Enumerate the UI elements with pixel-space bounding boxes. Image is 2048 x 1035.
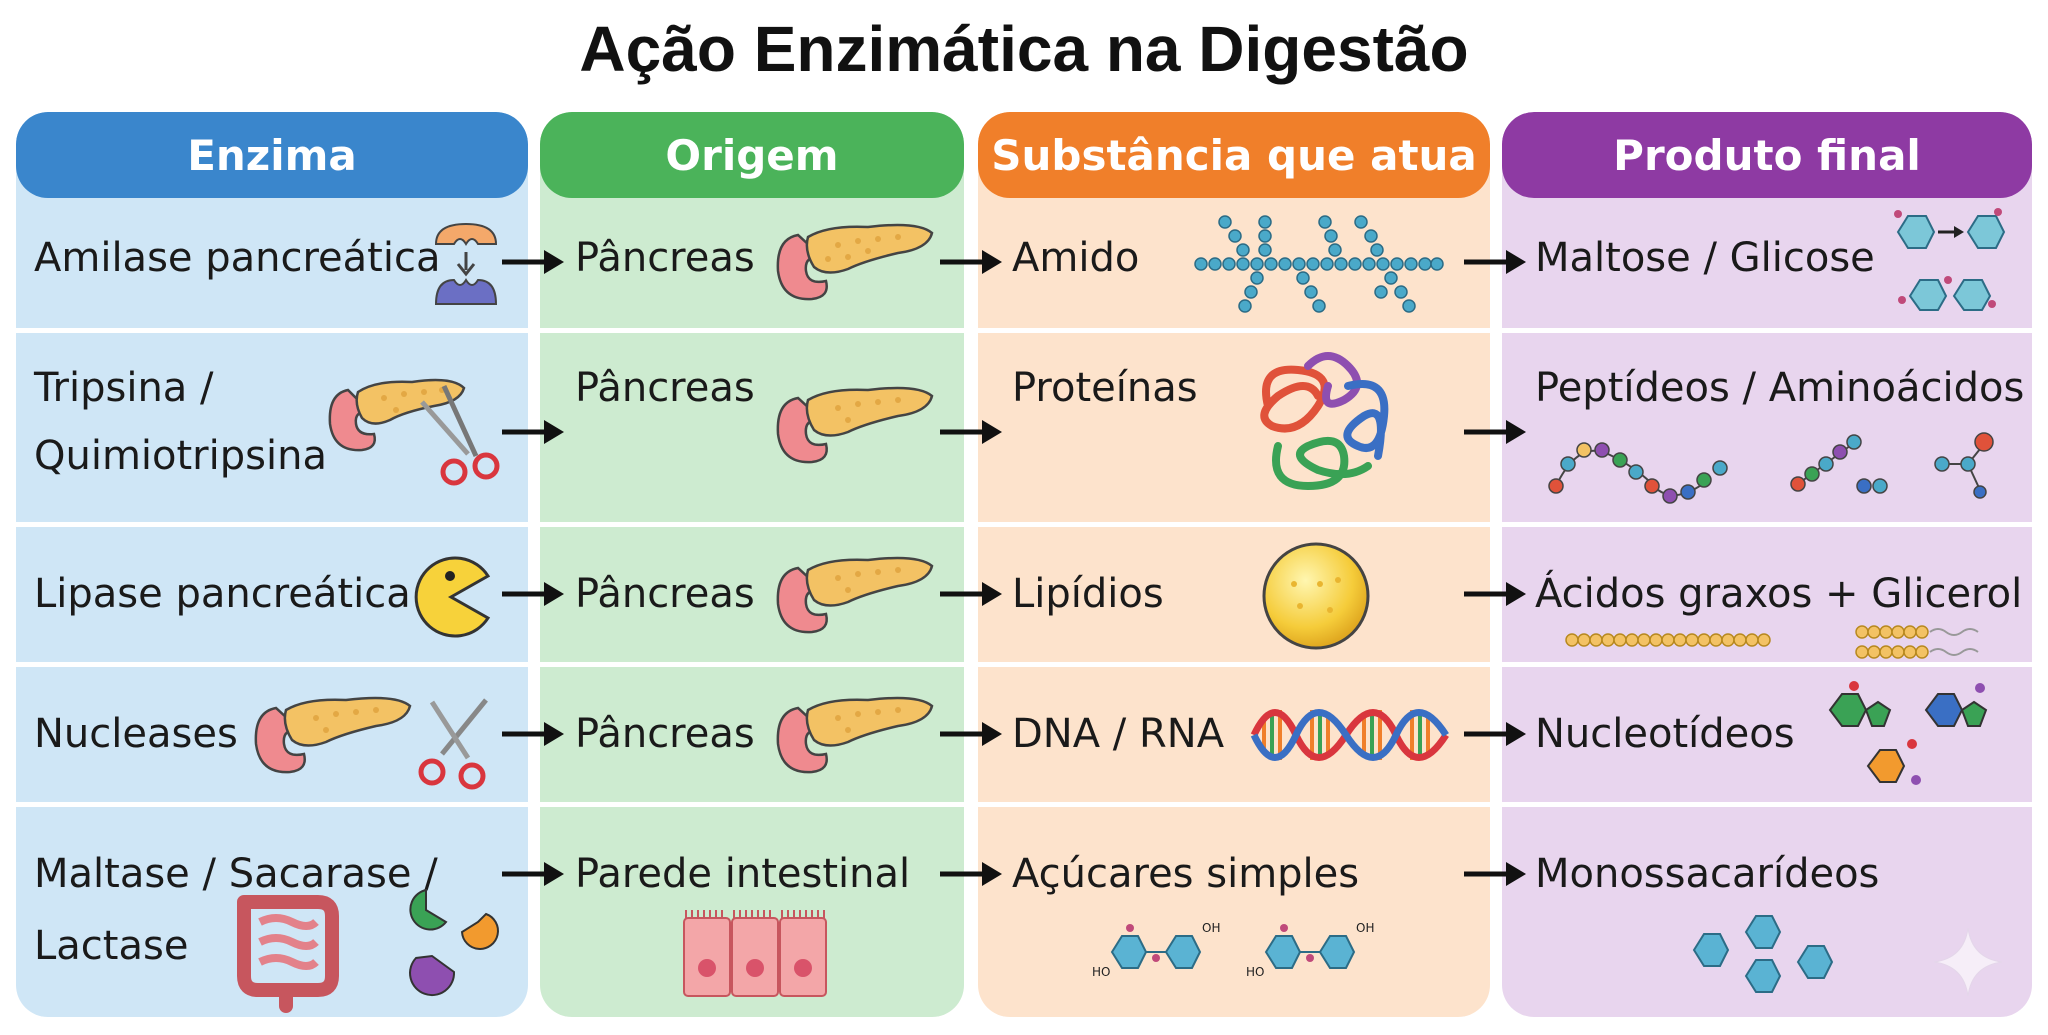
arrow-right-icon	[940, 722, 1002, 746]
enzyme-name: Amilase pancreática	[34, 235, 441, 281]
origin-name: Pâncreas	[575, 571, 755, 617]
pancreas-icon	[776, 556, 934, 634]
sugar-label: HO	[1246, 965, 1264, 979]
arrow-right-icon	[502, 862, 564, 886]
glucose-ring-icon	[1894, 208, 2006, 311]
sugar-label: OH	[1202, 921, 1220, 935]
substrate-name: DNA / RNA	[1012, 711, 1225, 757]
dna-helix-icon	[1250, 709, 1449, 761]
enzyme-name: Tripsina /	[34, 365, 214, 411]
sparkle-icon	[1933, 927, 2003, 997]
arrow-right-icon	[940, 582, 1002, 606]
enzyme-name: Lactase	[34, 923, 189, 969]
arrow-right-icon	[940, 862, 1002, 886]
header-produto: Produto final	[1502, 112, 2032, 198]
arrow-right-icon	[1464, 862, 1526, 886]
lipid-droplet-icon	[1262, 542, 1370, 650]
arrow-right-icon	[940, 420, 1002, 444]
substrate-name: Açúcares simples	[1012, 851, 1360, 897]
monosaccharide-icon	[1692, 915, 1834, 993]
enzyme-name: Lipase pancreática	[34, 571, 411, 617]
product-name: Peptídeos / Aminoácidos	[1535, 365, 2025, 411]
enzyme-name: Maltase / Sacarase /	[34, 851, 438, 897]
fatty-acid-chain-icon	[1565, 625, 1979, 659]
substrate-name: Amido	[1012, 235, 1140, 281]
nucleotide-icon	[1828, 681, 1988, 785]
arrow-right-icon	[1464, 722, 1526, 746]
arrow-right-icon	[502, 722, 564, 746]
product-name: Ácidos graxos + Glicerol	[1535, 571, 2023, 617]
pancreas-scissors-icon	[328, 378, 500, 486]
column-produto: Produto final	[1502, 112, 2032, 1017]
pancreas-icon	[776, 386, 934, 464]
substrate-name: Lipídios	[1012, 571, 1164, 617]
pacman-icon	[414, 556, 491, 638]
substrate-name: Proteínas	[1012, 365, 1198, 411]
intestine-icon	[237, 888, 499, 1013]
origin-name: Pâncreas	[575, 365, 755, 411]
enzyme-name: Nucleases	[34, 711, 238, 757]
protein-coil-icon	[1260, 352, 1389, 491]
sugar-label: HO	[1092, 965, 1110, 979]
pancreas-scissors-icon	[254, 696, 488, 790]
sugar-label: OH	[1356, 921, 1374, 935]
pancreas-icon	[776, 696, 934, 774]
arrow-right-icon	[1464, 582, 1526, 606]
intestinal-cells-icon	[683, 910, 827, 997]
origin-name: Pâncreas	[575, 711, 755, 757]
arrow-right-icon	[502, 250, 564, 274]
product-name: Monossacarídeos	[1535, 851, 1880, 897]
disaccharide-icon: OH HO OH HO	[1092, 921, 1374, 979]
page-title: Ação Enzimática na Digestão	[579, 13, 1469, 85]
peptide-chain-icon	[1548, 432, 1994, 504]
origin-name: Parede intestinal	[575, 851, 911, 897]
header-origem: Origem	[540, 112, 964, 198]
product-name: Nucleotídeos	[1535, 711, 1795, 757]
enzyme-substrate-icon	[434, 222, 498, 305]
product-name: Maltose / Glicose	[1535, 235, 1875, 281]
arrow-right-icon	[1464, 250, 1526, 274]
header-substancia: Substância que atua	[978, 112, 1490, 198]
header-enzima: Enzima	[16, 112, 528, 198]
enzyme-name: Quimiotripsina	[34, 433, 327, 479]
origin-name: Pâncreas	[575, 235, 755, 281]
arrow-right-icon	[940, 250, 1002, 274]
arrow-right-icon	[1464, 420, 1526, 444]
arrow-right-icon	[502, 582, 564, 606]
pancreas-icon	[776, 223, 934, 301]
starch-chain-icon	[1194, 215, 1444, 313]
arrow-right-icon	[502, 420, 564, 444]
